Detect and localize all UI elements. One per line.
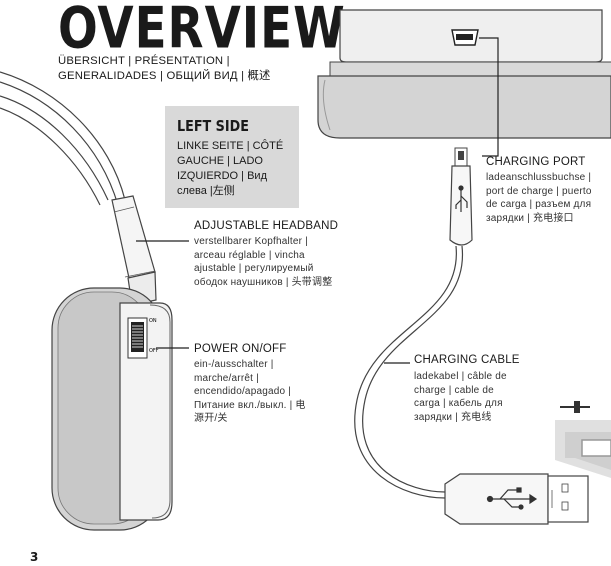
- switch-off-label: OFF: [149, 348, 159, 354]
- power-switch: [127, 317, 148, 359]
- charging-port-text: ladeanschlussbuchse | port de charge | p…: [486, 172, 592, 224]
- headband-arcs: [0, 71, 126, 206]
- headband-slider: [111, 195, 156, 279]
- page-number: 3: [30, 550, 39, 564]
- page-subtitle: ÜBERSICHT | PRÉSENTATION | GENERALIDADES…: [58, 55, 271, 82]
- micro-usb-plug: [449, 147, 473, 246]
- charging-port-leader: [479, 37, 499, 157]
- switch-on-label: ON: [149, 318, 157, 324]
- micro-usb-port: [451, 29, 479, 46]
- right-earcup: [317, 9, 611, 139]
- charging-cable-title: CHARGING CABLE: [414, 354, 520, 366]
- left-side-translations: LINKE SEITE | CÔTÉ GAUCHE | LADO IZQUIER…: [177, 140, 284, 197]
- charging-port-title: CHARGING PORT: [486, 156, 586, 168]
- left-earcup: [51, 287, 173, 531]
- cable: [362, 245, 463, 493]
- power-title: POWER ON/OFF: [194, 343, 287, 355]
- left-side-heading: LEFT SIDE: [177, 117, 249, 135]
- power-text: ein-/ausschalter | marche/arrêt | encend…: [194, 359, 306, 424]
- left-side-box: LEFT SIDE LINKE SEITE | CÔTÉ GAUCHE | LA…: [165, 106, 299, 208]
- headband-title: ADJUSTABLE HEADBAND: [194, 220, 339, 232]
- usb-socket: [555, 401, 611, 478]
- usb-a-plug: [444, 473, 589, 525]
- page-title: OVERVIEW: [58, 0, 346, 62]
- headband-text: verstellbarer Kopfhalter | arceau réglab…: [194, 236, 333, 288]
- charging-cable-text: ladekabel | câble de charge | cable de c…: [414, 371, 507, 423]
